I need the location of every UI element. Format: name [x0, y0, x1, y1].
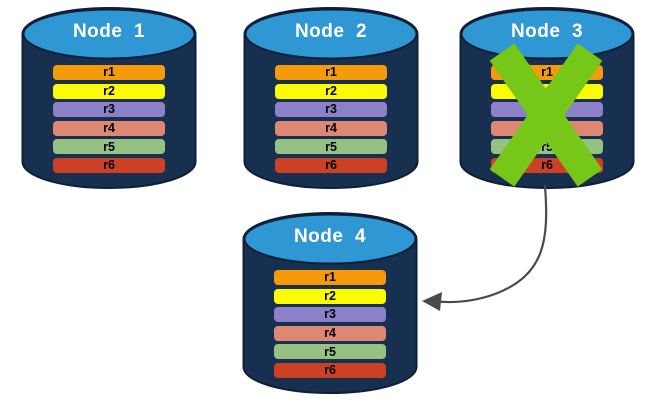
record-label: r4	[325, 121, 337, 136]
record-label: r1	[325, 65, 337, 80]
record-label: r4	[103, 121, 115, 136]
record-label: r6	[103, 158, 115, 173]
cylinder-top-cap	[22, 8, 196, 60]
record-label: r3	[103, 102, 115, 117]
record-label: r1	[103, 65, 115, 80]
record-label: r3	[325, 102, 337, 117]
record-bar-r2[interactable]: r2	[275, 83, 387, 99]
record-bar-r2[interactable]: r2	[274, 288, 386, 304]
replication-arrow-head	[422, 292, 442, 311]
record-bar-r5[interactable]: r5	[53, 139, 165, 155]
cylinder-top-cap	[243, 213, 417, 265]
record-label: r2	[324, 288, 336, 303]
record-bar-r4[interactable]: r4	[274, 325, 386, 341]
record-label: r4	[324, 326, 336, 341]
record-label: r6	[324, 363, 336, 378]
record-bar-r6[interactable]: r6	[275, 158, 387, 173]
record-label: r5	[103, 139, 115, 154]
record-bar-r3[interactable]: r3	[53, 102, 165, 118]
record-label: r2	[325, 83, 337, 98]
cylinder-top-cap	[244, 8, 418, 60]
record-bar-r4[interactable]: r4	[53, 120, 165, 136]
record-bar-r3[interactable]: r3	[274, 307, 386, 323]
record-label: r1	[324, 270, 336, 285]
record-bar-r2[interactable]: r2	[53, 83, 165, 99]
record-bar-r1[interactable]: r1	[274, 270, 386, 285]
record-bar-r1[interactable]: r1	[53, 65, 165, 80]
record-label: r6	[325, 158, 337, 173]
record-bar-r6[interactable]: r6	[53, 158, 165, 173]
replication-arrow-line	[430, 184, 548, 304]
record-label: r3	[324, 307, 336, 322]
record-bar-r4[interactable]: r4	[275, 120, 387, 136]
record-label: r5	[324, 344, 336, 359]
record-bar-r6[interactable]: r6	[274, 363, 386, 378]
record-bar-r3[interactable]: r3	[275, 102, 387, 118]
record-label: r5	[325, 139, 337, 154]
record-bar-r5[interactable]: r5	[275, 139, 387, 155]
record-label: r2	[103, 83, 115, 98]
record-bar-r5[interactable]: r5	[274, 344, 386, 360]
record-bar-r1[interactable]: r1	[275, 65, 387, 80]
